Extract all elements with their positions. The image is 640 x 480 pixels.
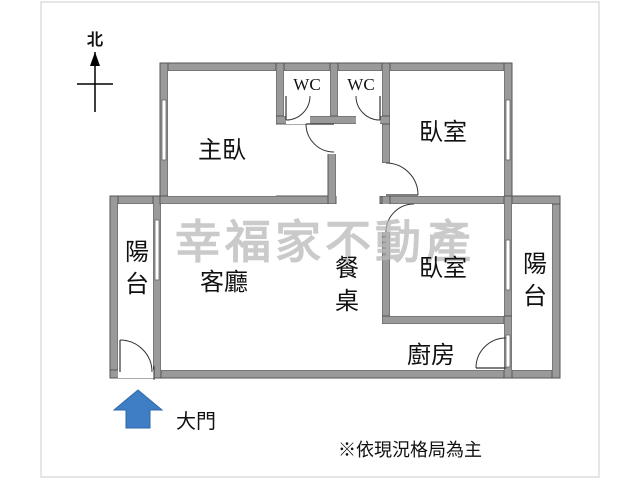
label-living-room: 客廳 bbox=[200, 268, 248, 296]
label-balcony-right: 陽台 bbox=[523, 250, 547, 310]
door-gap-wc-left bbox=[286, 116, 310, 124]
north-compass: 北 bbox=[77, 30, 113, 112]
room-fills bbox=[118, 71, 552, 370]
window-bedroom-top-right bbox=[505, 99, 511, 161]
room-fill-kitchen bbox=[382, 324, 504, 370]
door-arc-wc-left bbox=[285, 95, 311, 121]
label-balcony-right-char: 陽 bbox=[523, 250, 547, 278]
label-balcony-left-char: 陽 bbox=[125, 238, 149, 266]
entrance-label: 大門 bbox=[176, 409, 216, 433]
wall-wc-left bbox=[275, 62, 285, 121]
wall-bedroom-divider bbox=[381, 195, 513, 205]
watermark-text: 幸福家不動產 bbox=[175, 215, 475, 269]
label-dining: 餐桌 bbox=[335, 254, 359, 315]
wall-lower-right bbox=[551, 195, 561, 379]
wall-wc-middle bbox=[329, 62, 339, 121]
label-balcony-left-char: 台 bbox=[125, 270, 149, 298]
window-bedroom-mid-right bbox=[505, 239, 511, 291]
door-gap-master bbox=[310, 124, 336, 154]
wall-wc-right bbox=[381, 62, 391, 164]
room-fill-master bbox=[168, 71, 276, 196]
label-bedroom-top: 臥室 bbox=[419, 118, 467, 146]
door-arc-wc-right bbox=[355, 95, 381, 121]
entrance-arrow-icon bbox=[112, 389, 164, 429]
door-arc-bedroom-top bbox=[385, 162, 419, 196]
door-gap-entrance bbox=[118, 370, 154, 378]
wall-bottom bbox=[109, 369, 561, 379]
door-arc-entrance bbox=[119, 339, 153, 373]
wall-bedroom-mid-bottom bbox=[381, 315, 513, 325]
north-arrow-icon bbox=[90, 52, 100, 66]
door-arc-bedroom-mid bbox=[385, 203, 415, 233]
door-gap-bedroom-mid bbox=[382, 204, 390, 232]
label-master-bedroom: 主臥 bbox=[198, 136, 246, 164]
label-balcony-left: 陽台 bbox=[125, 238, 149, 298]
room-fill-balcony-left bbox=[118, 204, 153, 370]
window-balcony-left bbox=[154, 219, 160, 281]
room-fill-balcony-right bbox=[512, 204, 552, 370]
layout-note: ※依現況格局為主 bbox=[338, 440, 482, 461]
door-gap-bedroom-top bbox=[382, 163, 390, 196]
room-fill-bedroom-top bbox=[390, 71, 504, 196]
room-fill-corridor bbox=[336, 124, 382, 196]
label-bedroom-mid: 臥室 bbox=[419, 254, 467, 282]
entrance-marker: 大門 bbox=[112, 389, 216, 433]
door-gap-wc-right bbox=[356, 116, 380, 124]
doors bbox=[118, 95, 507, 380]
wall-lower-left bbox=[109, 195, 119, 379]
compass-label: 北 bbox=[87, 30, 103, 49]
label-kitchen: 廚房 bbox=[407, 341, 455, 369]
label-wc-left: WC bbox=[293, 75, 320, 94]
room-fill-bedroom-mid bbox=[390, 204, 504, 316]
room-labels: 主臥 WC WC 臥室 臥室 客廳 廚房 bbox=[198, 75, 467, 369]
room-fill-living bbox=[161, 204, 382, 370]
window-kitchen bbox=[505, 334, 511, 368]
door-arc-master bbox=[305, 123, 335, 153]
label-dining-char: 餐 bbox=[335, 254, 359, 282]
window-master-left bbox=[161, 99, 167, 161]
wall-master-bottom bbox=[159, 195, 337, 205]
label-balcony-right-char: 台 bbox=[523, 282, 547, 310]
windows bbox=[154, 99, 511, 368]
door-arc-kitchen bbox=[475, 337, 507, 369]
label-wc-right: WC bbox=[347, 75, 374, 94]
label-dining-char: 桌 bbox=[335, 287, 359, 315]
